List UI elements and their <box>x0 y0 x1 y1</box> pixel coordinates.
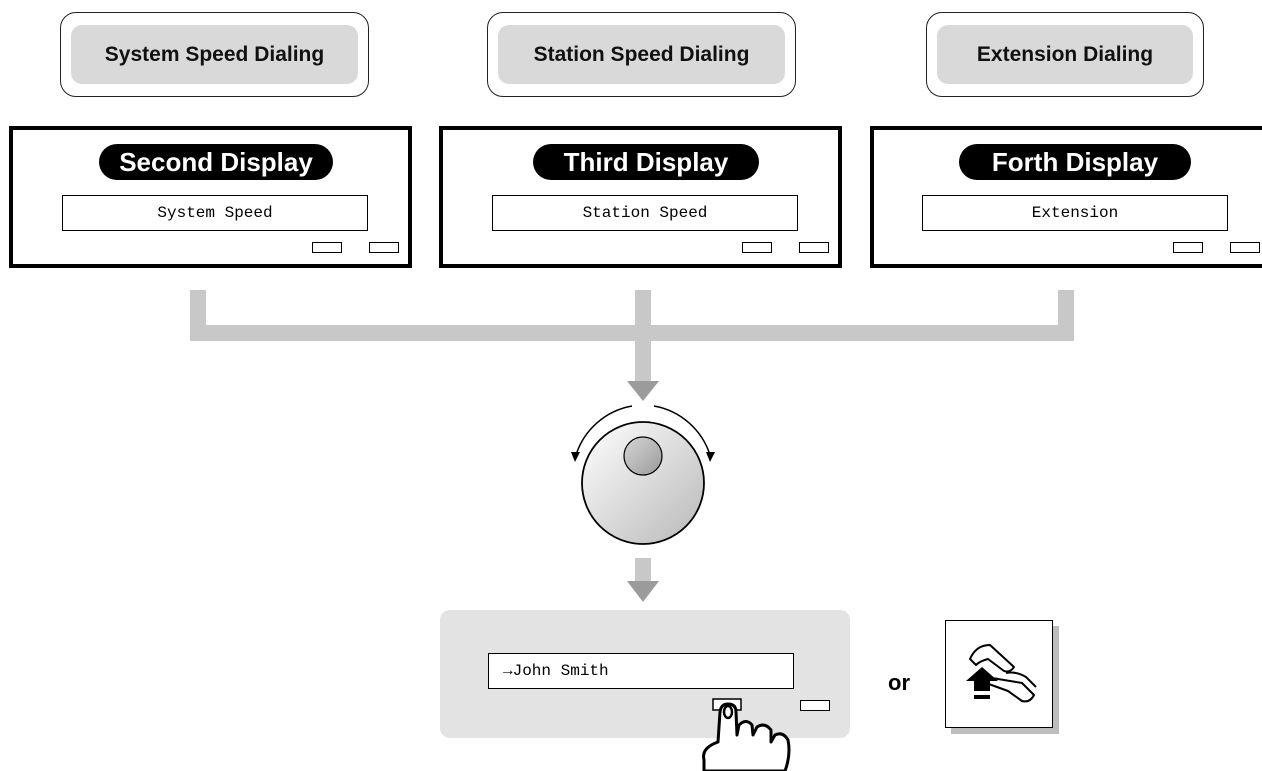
soft-key-button[interactable] <box>742 242 772 253</box>
soft-key-button[interactable] <box>799 242 829 253</box>
jog-dial-icon[interactable] <box>571 405 715 545</box>
arrow-down-icon <box>627 381 659 401</box>
display-title: Third Display <box>533 144 759 180</box>
station-speed-dialing-button[interactable]: Station Speed Dialing <box>487 12 796 97</box>
display-title: Forth Display <box>959 144 1191 180</box>
soft-key-button[interactable] <box>1230 242 1260 253</box>
off-hook-button[interactable] <box>945 620 1053 728</box>
extension-dialing-button[interactable]: Extension Dialing <box>926 12 1204 97</box>
second-display-panel: Second Display System Speed <box>9 126 412 268</box>
system-speed-dialing-button[interactable]: System Speed Dialing <box>60 12 369 97</box>
extension-dialing-label: Extension Dialing <box>937 25 1193 84</box>
flow-connector-lower <box>627 558 659 602</box>
or-label: or <box>888 670 910 695</box>
arrow-down-icon <box>627 581 659 602</box>
system-speed-dialing-label: System Speed Dialing <box>71 25 358 84</box>
result-display-panel: →John Smith <box>440 610 850 738</box>
soft-key-button[interactable] <box>312 242 342 253</box>
off-hook-icon <box>966 644 1037 703</box>
lcd-screen: System Speed <box>62 195 368 231</box>
forth-display-panel: Forth Display Extension <box>870 126 1262 268</box>
soft-key-button[interactable] <box>369 242 399 253</box>
station-speed-dialing-label: Station Speed Dialing <box>498 25 785 84</box>
display-title: Second Display <box>99 144 333 180</box>
soft-key-button[interactable] <box>800 700 830 711</box>
soft-key-button[interactable] <box>1173 242 1203 253</box>
flow-connector <box>190 290 1074 382</box>
lcd-screen: →John Smith <box>488 653 794 689</box>
lcd-screen: Station Speed <box>492 195 798 231</box>
lcd-screen: Extension <box>922 195 1228 231</box>
third-display-panel: Third Display Station Speed <box>439 126 842 268</box>
